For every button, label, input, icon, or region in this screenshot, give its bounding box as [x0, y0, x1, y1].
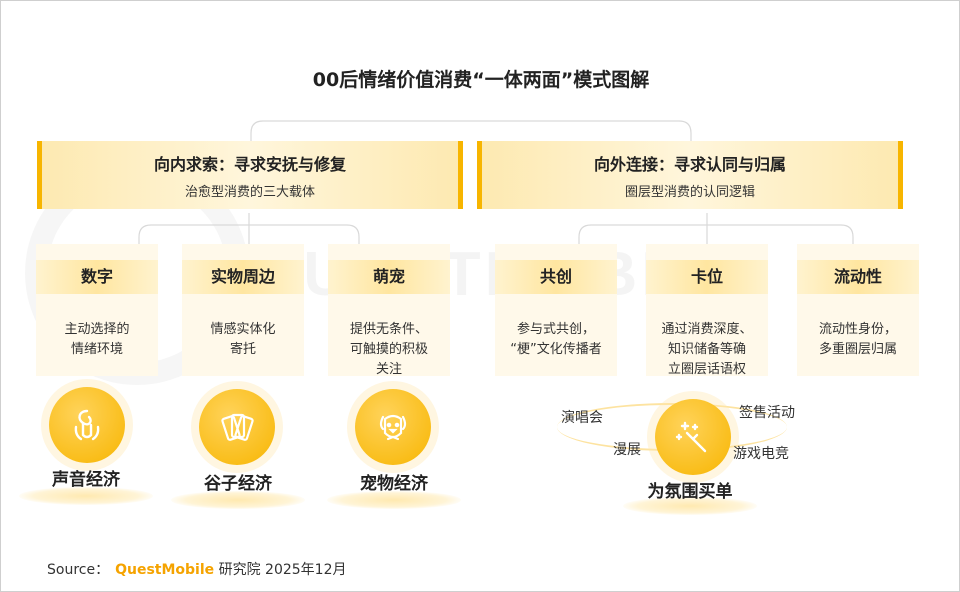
dog-icon: [355, 389, 431, 465]
card-desc: 情感实体化 寄托: [188, 320, 298, 360]
card-desc: 参与式共创， “梗”文化传播者: [501, 320, 611, 360]
tag-esports: 游戏电竞: [733, 446, 789, 462]
source-line: Source： QuestMobile 研究院 2025年12月: [47, 559, 347, 579]
card-pet: 萌宠 提供无条件、 可触摸的积极 关注: [328, 244, 450, 377]
pedestal: [19, 487, 153, 505]
card-desc-line: 立圈层话语权: [667, 362, 746, 377]
banner-accent-left: [477, 141, 482, 209]
inward-subheading: 治愈型消费的三大载体: [184, 185, 315, 200]
card-desc-line: 寄托: [229, 342, 256, 357]
card-desc: 提供无条件、 可触摸的积极 关注: [334, 320, 444, 380]
card-title: 共创: [495, 260, 617, 294]
card-fluidity: 流动性 流动性身份， 多重圈层归属: [797, 244, 919, 376]
card-cocreate: 共创 参与式共创， “梗”文化传播者: [495, 244, 617, 376]
sound-icon: [49, 387, 125, 463]
banner-accent-right: [898, 141, 903, 209]
page-title: 00后情绪价值消费“一体两面”模式图解: [312, 69, 650, 91]
banner-accent-right: [458, 141, 463, 209]
inward-heading: 向内求索：寻求安抚与修复: [153, 155, 346, 174]
tag-signing-event: 签售活动: [739, 405, 795, 421]
economy-label-pet: 宠物经济: [360, 474, 428, 494]
card-desc: 主动选择的 情绪环境: [42, 320, 152, 360]
card-desc-line: 知识储备等确: [667, 342, 746, 357]
card-position: 卡位 通过消费深度、 知识储备等确 立圈层话语权: [646, 244, 768, 377]
card-title: 卡位: [646, 260, 768, 294]
cards-icon: [199, 389, 275, 465]
economy-label-goods: 谷子经济: [204, 474, 272, 494]
card-desc-line: 主动选择的: [64, 322, 130, 337]
card-desc-line: “梗”文化传播者: [510, 342, 602, 357]
magic-wand-icon: [655, 399, 731, 475]
outward-heading: 向外连接：寻求认同与归属: [593, 155, 786, 174]
card-title: 萌宠: [328, 260, 450, 294]
card-title: 数字: [36, 260, 158, 294]
tag-comic-expo: 漫展: [613, 442, 641, 458]
pedestal: [171, 491, 305, 509]
card-desc-line: 关注: [375, 362, 402, 377]
card-title: 实物周边: [182, 260, 304, 294]
card-desc-line: 情绪环境: [70, 342, 123, 357]
banner-accent-left: [37, 141, 42, 209]
source-prefix: Source：: [47, 562, 110, 578]
atmosphere-label: 为氛围买单: [647, 482, 733, 502]
card-desc: 通过消费深度、 知识储备等确 立圈层话语权: [652, 320, 762, 380]
pedestal: [623, 497, 757, 515]
card-desc-line: 参与式共创，: [516, 322, 595, 337]
card-desc-line: 通过消费深度、: [661, 322, 753, 337]
card-desc-line: 流动性身份，: [818, 322, 897, 337]
card-desc-line: 可触摸的积极: [349, 342, 428, 357]
card-title: 流动性: [797, 260, 919, 294]
tag-concert: 演唱会: [561, 410, 603, 426]
card-desc-line: 提供无条件、: [349, 322, 428, 337]
card-desc: 流动性身份， 多重圈层归属: [803, 320, 913, 360]
card-digital: 数字 主动选择的 情绪环境: [36, 244, 158, 376]
outward-subheading: 圈层型消费的认同逻辑: [624, 185, 755, 200]
inward-banner: 向内求索：寻求安抚与修复 治愈型消费的三大载体: [37, 141, 463, 209]
source-brand: QuestMobile: [115, 562, 215, 578]
outward-banner: 向外连接：寻求认同与归属 圈层型消费的认同逻辑: [477, 141, 903, 209]
card-desc-line: 情感实体化: [210, 322, 276, 337]
pedestal: [327, 491, 461, 509]
card-desc-line: 多重圈层归属: [818, 342, 897, 357]
card-merch: 实物周边 情感实体化 寄托: [182, 244, 304, 376]
economy-label-sound: 声音经济: [52, 470, 120, 490]
source-suffix: 研究院 2025年12月: [214, 562, 347, 578]
